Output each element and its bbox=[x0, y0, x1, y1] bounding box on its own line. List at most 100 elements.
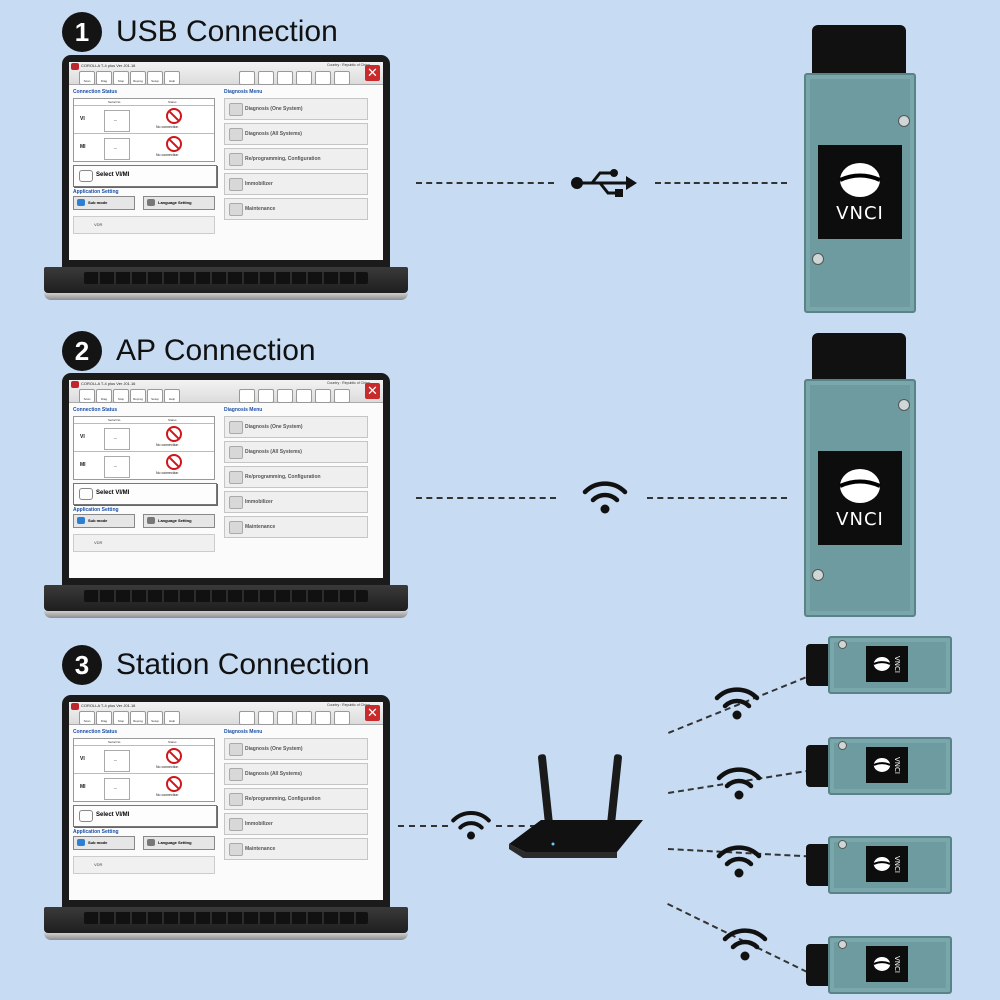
toolbar-icon-button[interactable] bbox=[296, 71, 312, 85]
toolbar-button[interactable]: Setup bbox=[147, 389, 163, 403]
diagnosis-menu-item[interactable]: Maintenance bbox=[224, 838, 368, 860]
menu-item-icon bbox=[229, 103, 243, 116]
toolbar-button[interactable]: Stop bbox=[113, 711, 129, 725]
status-row: MI–No connection bbox=[74, 773, 214, 802]
language-setting-button[interactable]: Language Setting bbox=[143, 514, 215, 528]
toolbar-icon-button[interactable] bbox=[239, 389, 255, 403]
diagnosis-menu-item[interactable]: Diagnosis (All Systems) bbox=[224, 123, 368, 145]
section-heading: USB Connection bbox=[116, 15, 338, 48]
diagnosis-menu-item[interactable]: Maintenance bbox=[224, 516, 368, 538]
wifi-icon bbox=[716, 845, 762, 878]
status-row: MI–No connection bbox=[74, 133, 214, 162]
step-number-badge: 1 bbox=[62, 12, 102, 52]
menu-item-icon bbox=[229, 818, 243, 831]
vdr-button[interactable]: VDR bbox=[73, 856, 215, 874]
toolbar-button[interactable]: Reprog bbox=[130, 71, 146, 85]
menu-item-icon bbox=[229, 743, 243, 756]
vnci-logo-icon bbox=[873, 758, 891, 772]
toolbar-icon-button[interactable] bbox=[277, 389, 293, 403]
diagnosis-menu-item[interactable]: Immobilizer bbox=[224, 173, 368, 195]
toolbar-icon-button[interactable] bbox=[258, 71, 274, 85]
app-logo-icon bbox=[71, 63, 79, 70]
toolbar-icon-button[interactable] bbox=[334, 711, 350, 725]
wifi-icon bbox=[582, 481, 628, 514]
toolbar-icon-button[interactable] bbox=[258, 711, 274, 725]
diagnosis-menu-item[interactable]: Immobilizer bbox=[224, 491, 368, 513]
toolbar-button[interactable]: Reprog bbox=[130, 711, 146, 725]
toolbar-button[interactable]: Setup bbox=[147, 71, 163, 85]
toolbar-icon-button[interactable] bbox=[334, 71, 350, 85]
toolbar-icon-button[interactable] bbox=[239, 71, 255, 85]
select-vi-mi-button[interactable]: Select VI/MI bbox=[73, 483, 217, 505]
toolbar-icon-button[interactable] bbox=[239, 711, 255, 725]
wifi-icon bbox=[716, 767, 762, 800]
device-brand: VNCI bbox=[893, 855, 901, 873]
language-setting-button[interactable]: Language Setting bbox=[143, 836, 215, 850]
toolbar-icon-button[interactable] bbox=[296, 389, 312, 403]
toolbar-icon-button[interactable] bbox=[277, 71, 293, 85]
toolbar-icon-button[interactable] bbox=[258, 389, 274, 403]
obd-plug bbox=[806, 745, 830, 787]
toolbar-button[interactable]: Diag bbox=[96, 389, 112, 403]
toolbar-icon-button[interactable] bbox=[296, 711, 312, 725]
diagnosis-menu-item[interactable]: Re/programming, Configuration bbox=[224, 788, 368, 810]
select-vi-mi-button[interactable]: Select VI/MI bbox=[73, 165, 217, 187]
status-row: VI–No connection bbox=[74, 745, 214, 774]
country-label: Country : Republic of China bbox=[327, 381, 370, 385]
toolbar-button[interactable]: Scan bbox=[79, 389, 95, 403]
device-brand: VNCI bbox=[893, 955, 901, 973]
close-icon[interactable]: ✕ bbox=[365, 65, 380, 81]
vdr-button[interactable]: VDR bbox=[73, 534, 215, 552]
diagnosis-menu-item[interactable]: Diagnosis (One System) bbox=[224, 98, 368, 120]
close-icon[interactable]: ✕ bbox=[365, 383, 380, 399]
diagnosis-menu-item[interactable]: Re/programming, Configuration bbox=[224, 148, 368, 170]
vnci-device-station-1: VNCI bbox=[806, 636, 952, 694]
close-icon[interactable]: ✕ bbox=[365, 705, 380, 721]
select-vi-mi-button[interactable]: Select VI/MI bbox=[73, 805, 217, 827]
toolbar-button[interactable]: Stop bbox=[113, 389, 129, 403]
diagnosis-menu-item[interactable]: Diagnosis (All Systems) bbox=[224, 441, 368, 463]
toolbar-button[interactable]: Diag bbox=[96, 711, 112, 725]
menu-item-icon bbox=[229, 203, 243, 216]
device-label: VNCI bbox=[866, 747, 908, 783]
toolbar-button[interactable]: Reprog bbox=[130, 389, 146, 403]
toolbar-button[interactable]: Help bbox=[164, 711, 180, 725]
toolbar-button[interactable]: Scan bbox=[79, 71, 95, 85]
diagnosis-menu-item[interactable]: Diagnosis (All Systems) bbox=[224, 763, 368, 785]
toolbar-button[interactable]: Help bbox=[164, 71, 180, 85]
toolbar-icon-button[interactable] bbox=[334, 389, 350, 403]
sub-mode-button[interactable]: Sub mode bbox=[73, 514, 135, 528]
sub-mode-button[interactable]: Sub mode bbox=[73, 836, 135, 850]
connection-line bbox=[647, 497, 787, 499]
menu-item-icon bbox=[229, 793, 243, 806]
vdr-button[interactable]: VDR bbox=[73, 216, 215, 234]
toolbar-icon-button[interactable] bbox=[315, 71, 331, 85]
toolbar-icon-button[interactable] bbox=[277, 711, 293, 725]
toolbar-icon-button[interactable] bbox=[315, 711, 331, 725]
vnci-device-station-4: VNCI bbox=[806, 936, 952, 994]
diagnosis-menu-item[interactable]: Diagnosis (One System) bbox=[224, 738, 368, 760]
no-connection-icon bbox=[166, 748, 182, 764]
screw-icon bbox=[838, 640, 847, 649]
diagnosis-menu-item[interactable]: Re/programming, Configuration bbox=[224, 466, 368, 488]
toolbar-button[interactable]: Diag bbox=[96, 71, 112, 85]
application-setting-label: Application Setting bbox=[73, 507, 119, 513]
diagnosis-menu-item[interactable]: Immobilizer bbox=[224, 813, 368, 835]
connection-line bbox=[496, 825, 536, 827]
toolbar-icon-button[interactable] bbox=[315, 389, 331, 403]
toolbar-button[interactable]: Help bbox=[164, 389, 180, 403]
toolbar-button[interactable]: Setup bbox=[147, 711, 163, 725]
connection-status-label: Connection Status bbox=[73, 407, 118, 413]
toolbar-button[interactable]: Scan bbox=[79, 711, 95, 725]
section-heading: Station Connection bbox=[116, 648, 370, 681]
app-window-title: COROLLA T-4 plus Ver J01.16 bbox=[81, 703, 136, 708]
vnci-device-usb: VNCI bbox=[804, 25, 916, 315]
sub-mode-button[interactable]: Sub mode bbox=[73, 196, 135, 210]
menu-item-icon bbox=[229, 153, 243, 166]
diagnosis-menu-item[interactable]: Diagnosis (One System) bbox=[224, 416, 368, 438]
language-setting-button[interactable]: Language Setting bbox=[143, 196, 215, 210]
diagnosis-menu-item[interactable]: Maintenance bbox=[224, 198, 368, 220]
toolbar-button[interactable]: Stop bbox=[113, 71, 129, 85]
